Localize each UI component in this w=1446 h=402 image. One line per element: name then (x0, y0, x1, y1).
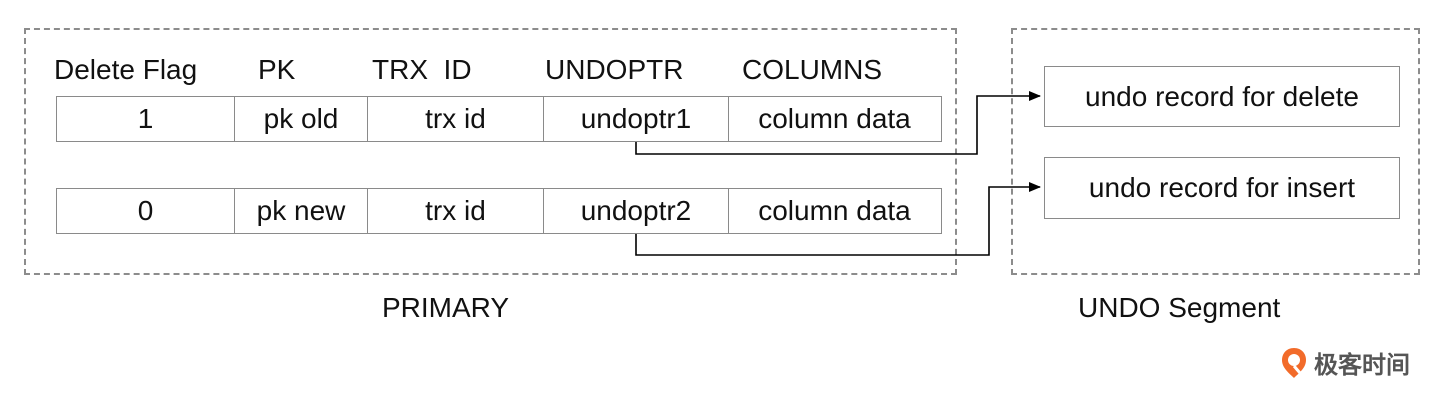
geektime-logo-icon (1282, 347, 1306, 378)
undoptr2-arrow (635, 182, 1041, 256)
cell-trx-id: trx id (368, 97, 544, 141)
header-pk: PK (258, 54, 296, 85)
undo-record-insert: undo record for insert (1044, 157, 1400, 219)
header-trx-id: TRX ID (372, 54, 472, 85)
undo-record-delete: undo record for delete (1044, 66, 1400, 127)
cell-columns: column data (758, 103, 911, 134)
undoptr1-arrow (635, 91, 1041, 155)
cell-pk: pk new (235, 189, 368, 233)
undo-segment-caption: UNDO Segment (1078, 292, 1281, 323)
watermark: 极客时间 (1280, 345, 1410, 380)
primary-caption: PRIMARY (382, 292, 510, 323)
header-columns: COLUMNS (742, 54, 883, 85)
table-row: 1 pk old trx id undoptr1 column data (56, 96, 942, 142)
cell-delete-flag: 1 (57, 97, 235, 141)
cell-columns: column data (758, 195, 911, 226)
header-delete-flag: Delete Flag (54, 54, 198, 85)
header-undoptr: UNDOPTR (545, 54, 684, 85)
cell-undoptr: undoptr2 (544, 189, 729, 233)
cell-undoptr: undoptr1 (544, 97, 729, 141)
watermark-text: 极客时间 (1314, 352, 1410, 379)
undo-segment-container (1011, 28, 1420, 275)
cell-delete-flag: 0 (57, 189, 235, 233)
cell-pk: pk old (235, 97, 368, 141)
table-row: 0 pk new trx id undoptr2 column data (56, 188, 942, 234)
primary-container (24, 28, 957, 275)
cell-trx-id: trx id (368, 189, 544, 233)
